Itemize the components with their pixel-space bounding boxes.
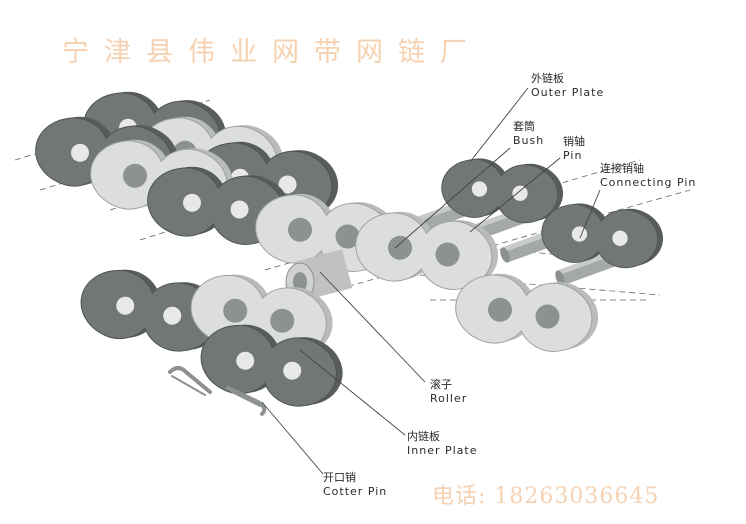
inner-plate-connecting — [450, 267, 604, 358]
cotter-pin-1 — [168, 366, 212, 396]
phone-watermark: 电话: 18263036645 — [432, 484, 660, 509]
company-watermark: 宁津县伟业网带网链厂 — [62, 37, 482, 68]
leader-lines — [261, 87, 601, 475]
cotter-pin-2 — [226, 386, 267, 416]
